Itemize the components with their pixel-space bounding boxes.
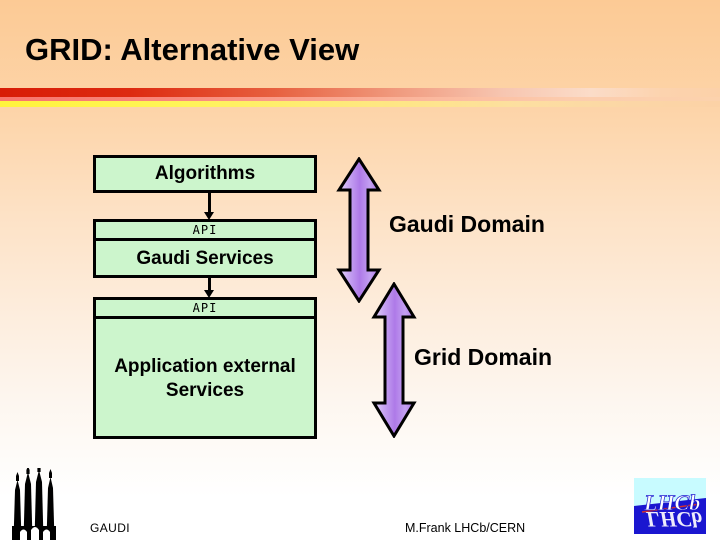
double-arrow-grid-domain-icon [371,282,417,438]
connector-stem [208,278,211,290]
connector-arrow-gaudi-to-appext [204,278,215,298]
label-grid-domain: Grid Domain [414,344,553,370]
box-label-algorithms: Algorithms [154,163,256,184]
gaudi-logo-icon [5,468,67,540]
lhcb-logo-icon: LHCb LHCb [634,478,706,534]
connector-arrowhead-icon [204,212,214,220]
api-strip-appext: API [96,300,314,319]
double-arrow-gaudi-domain-icon [336,157,382,303]
label-gaudi-domain: Gaudi Domain [389,211,545,237]
title-rule-pink [0,97,720,101]
diagram-box-algorithms: Algorithms [93,155,317,193]
connector-arrowhead-icon [204,290,214,298]
diagram-box-application-external-services: API Application external Services [93,297,317,439]
connector-stem [208,193,211,212]
footer-author-label: M.Frank LHCb/CERN [405,521,526,535]
title-rule-red [0,88,720,97]
box-label-gaudi-services: Gaudi Services [136,248,274,270]
footer-gaudi-label: GAUDI [90,521,131,535]
page-title: GRID: Alternative View [25,32,360,67]
diagram-box-gaudi-services: API Gaudi Services [93,219,317,278]
api-strip-gaudi: API [96,222,314,241]
title-rule-yellow [0,101,720,107]
svg-text:LHCb: LHCb [645,507,702,532]
connector-arrow-algorithms-to-gaudi [204,193,215,220]
box-label-application-external-services: Application external Services [114,355,296,401]
svg-text:LHCb: LHCb [643,490,700,515]
